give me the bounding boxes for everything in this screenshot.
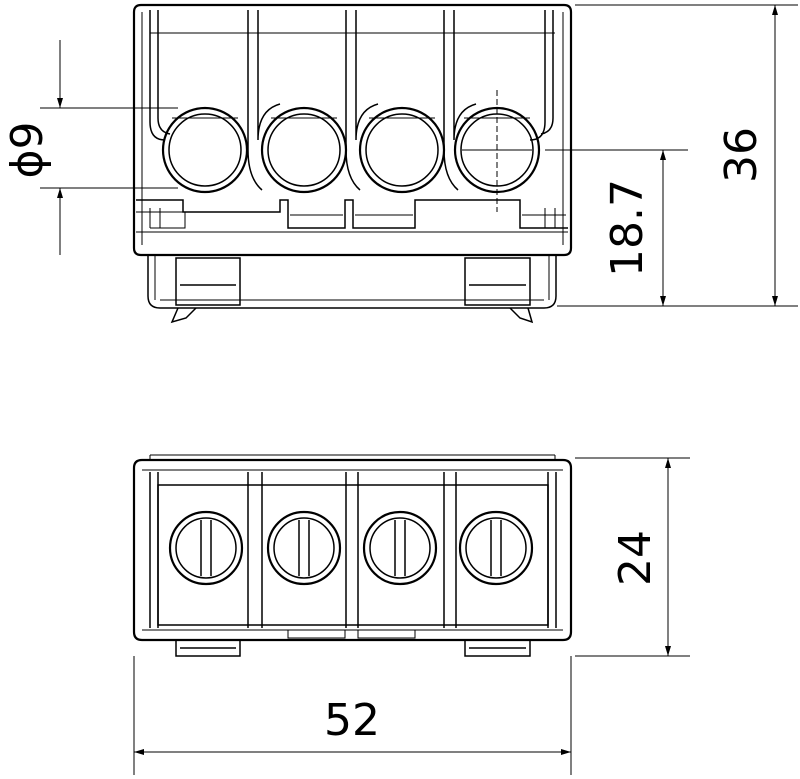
dim-hole-diameter: ϕ9: [2, 121, 53, 178]
dim-width: 52: [324, 695, 380, 746]
terminal-screws: [168, 510, 534, 586]
dim-depth: 24: [610, 530, 661, 586]
top-view: [132, 454, 573, 657]
front-view: [132, 3, 573, 324]
dimension-lines: [40, 4, 798, 775]
dim-hole-center-height: 18.7: [602, 179, 653, 277]
dim-overall-height: 36: [716, 127, 767, 183]
